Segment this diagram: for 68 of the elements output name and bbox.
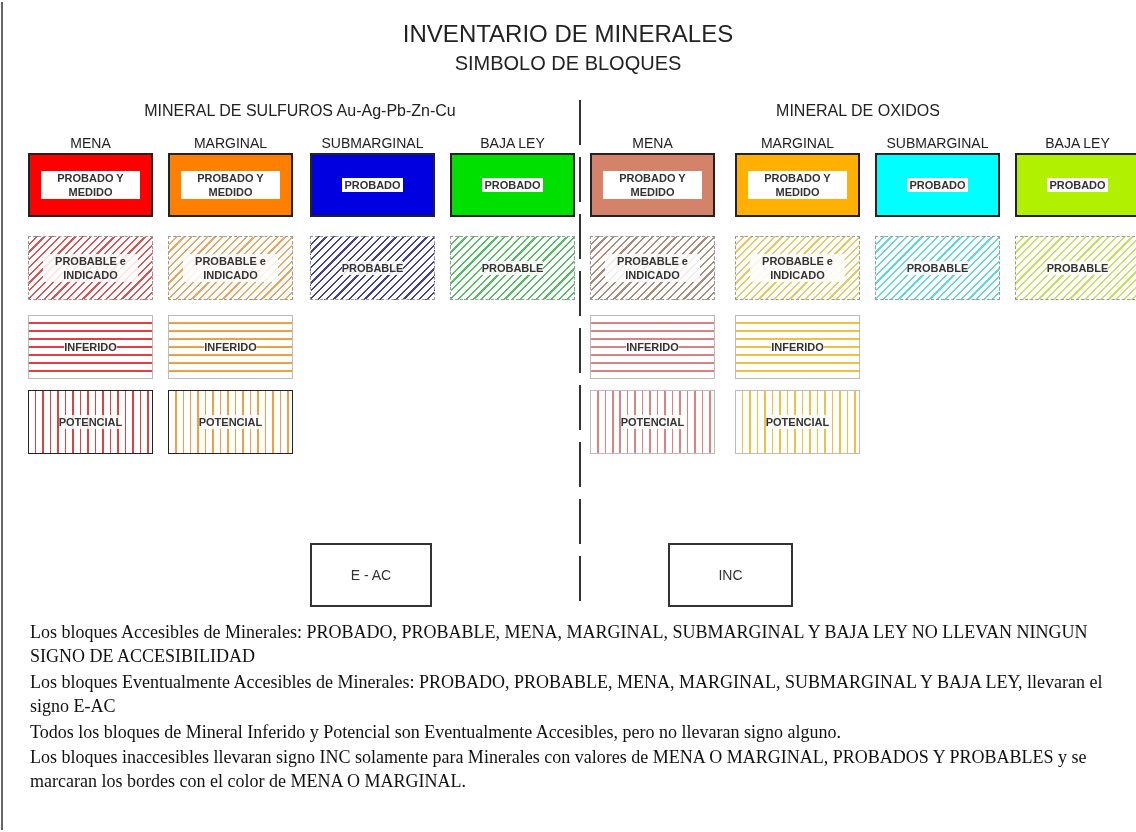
- block-label: PROBABLE e INDICADO: [605, 254, 700, 282]
- color-swatch: [28, 153, 153, 217]
- column-heading: MENA: [631, 135, 674, 151]
- striped-swatch: [590, 315, 715, 379]
- striped-swatch: [168, 315, 293, 379]
- subtitle: SIMBOLO DE BLOQUES: [453, 52, 683, 75]
- block-label: E - AC: [350, 568, 392, 582]
- column-heading: MARGINAL: [759, 135, 836, 151]
- section-heading: MINERAL DE SULFUROS Au-Ag-Pb-Zn-Cu: [143, 102, 457, 120]
- block-label: POTENCIAL: [58, 415, 123, 429]
- block-label: PROBADO: [482, 178, 543, 192]
- hatched-swatch: [450, 236, 575, 300]
- block-label: INFERIDO: [64, 340, 117, 354]
- striped-swatch: [735, 315, 860, 379]
- hatched-swatch: [590, 236, 715, 300]
- note-text: Los bloques Accesibles de Minerales: PROBADO, PROBABLE, MENA, MARGINAL, SUBMARGINAL Y BAJA LEY NO LLEVAN NINGUN SIGNO DE ACCESIBILIDAD: [30, 621, 1089, 668]
- section-heading: MINERAL DE OXIDOS: [775, 102, 941, 120]
- block-label: PROBADO: [1047, 178, 1108, 192]
- hatched-swatch: [168, 236, 293, 300]
- hatched-swatch: [310, 236, 435, 300]
- block-label: PROBABLE: [906, 261, 969, 275]
- block-label: PROBABLE e INDICADO: [183, 254, 278, 282]
- column-heading: MARGINAL: [192, 135, 269, 151]
- block-label: PROBADO Y MEDIDO: [181, 171, 280, 199]
- color-swatch: [450, 153, 575, 217]
- block-label: INFERIDO: [204, 340, 257, 354]
- block-label: PROBABLE: [1046, 261, 1109, 275]
- note-text: Los bloques Eventualmente Accesibles de Minerales: PROBADO, PROBABLE, MENA, MARGINAL, SUBMARGINAL Y BAJA LEY, llevaran el signo E-AC: [30, 671, 1104, 718]
- block-label: INC: [718, 568, 743, 582]
- color-swatch: [590, 153, 715, 217]
- striped-swatch: [28, 390, 153, 454]
- block-label: PROBADO: [342, 178, 403, 192]
- block-label: INFERIDO: [626, 340, 679, 354]
- block-label: PROBADO Y MEDIDO: [748, 171, 847, 199]
- striped-swatch: [590, 390, 715, 454]
- sign-box: [668, 543, 793, 607]
- color-swatch: [875, 153, 1000, 217]
- block-label: INFERIDO: [771, 340, 824, 354]
- striped-swatch: [735, 390, 860, 454]
- column-heading: MENA: [69, 135, 112, 151]
- hatched-swatch: [735, 236, 860, 300]
- block-label: PROBADO Y MEDIDO: [603, 171, 702, 199]
- title: INVENTARIO DE MINERALES: [401, 20, 735, 48]
- striped-swatch: [28, 315, 153, 379]
- block-label: PROBABLE e INDICADO: [750, 254, 845, 282]
- block-label: PROBABLE: [341, 261, 404, 275]
- color-swatch: [168, 153, 293, 217]
- column-heading: BAJA LEY: [1044, 135, 1111, 151]
- block-label: PROBABLE e INDICADO: [43, 254, 138, 282]
- block-label: PROBADO Y MEDIDO: [41, 171, 140, 199]
- note-text: Los bloques inaccesibles llevaran signo INC solamente para Minerales con valores de MENA O MARGINAL, PROBADOS Y PROBABLES y se marcaran los bordes con el color de MENA O MARGINAL.: [30, 746, 1088, 793]
- sign-box: [310, 543, 432, 607]
- note-text: Todos los bloques de Mineral Inferido y Potencial son Eventualmente Accesibles, pero no llevaran signo alguno.: [30, 721, 843, 744]
- block-label: PROBADO: [907, 178, 968, 192]
- color-swatch: [1015, 153, 1136, 217]
- striped-swatch: [168, 390, 293, 454]
- block-label: POTENCIAL: [198, 415, 263, 429]
- color-swatch: [735, 153, 860, 217]
- block-label: PROBABLE: [481, 261, 544, 275]
- column-heading: SUBMARGINAL: [320, 135, 425, 151]
- hatched-swatch: [28, 236, 153, 300]
- block-label: POTENCIAL: [620, 415, 685, 429]
- hatched-swatch: [1015, 236, 1136, 300]
- hatched-swatch: [875, 236, 1000, 300]
- block-label: POTENCIAL: [765, 415, 830, 429]
- column-heading: SUBMARGINAL: [885, 135, 990, 151]
- column-heading: BAJA LEY: [479, 135, 546, 151]
- color-swatch: [310, 153, 435, 217]
